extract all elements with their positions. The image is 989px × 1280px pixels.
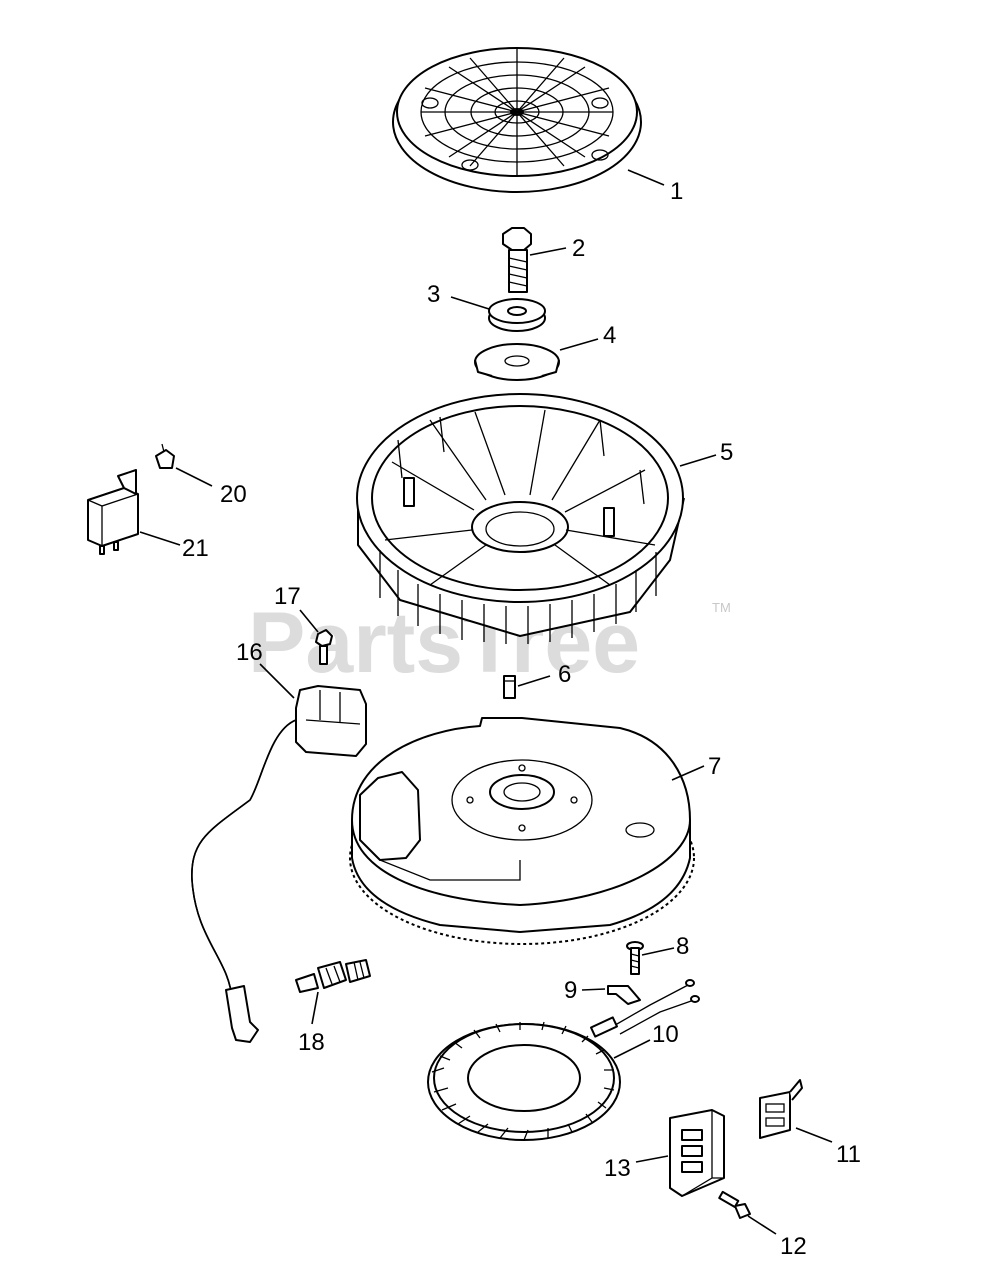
label-13: 13 [604, 1155, 631, 1182]
part-10-stator[interactable] [427, 1021, 621, 1141]
part-3-washer[interactable] [488, 298, 546, 332]
part-20-clip[interactable] [155, 443, 175, 469]
part-18-spark-plug[interactable] [295, 959, 371, 993]
part-7-flywheel[interactable] [349, 717, 695, 945]
part-17-screw[interactable] [315, 629, 333, 665]
part-21-relay[interactable] [87, 469, 139, 555]
label-6: 6 [558, 661, 571, 688]
label-1: 1 [670, 178, 683, 205]
part-13-regulator[interactable] [669, 1109, 725, 1197]
label-9: 9 [564, 977, 577, 1004]
label-11: 11 [836, 1141, 861, 1168]
label-3: 3 [427, 281, 440, 308]
label-4: 4 [603, 322, 616, 349]
label-8: 8 [676, 933, 689, 960]
part-9-clamp[interactable] [590, 979, 700, 1038]
watermark-tm: TM [712, 600, 731, 615]
label-7: 7 [708, 753, 721, 780]
part-6-key[interactable] [503, 675, 516, 699]
part-5-fan[interactable] [356, 393, 685, 644]
label-16: 16 [236, 639, 263, 666]
part-8-screw[interactable] [626, 941, 644, 975]
part-2-bolt[interactable] [502, 227, 532, 293]
part-12-screw[interactable] [718, 1190, 751, 1219]
part-4-plate[interactable] [474, 343, 560, 381]
label-20: 20 [220, 481, 247, 508]
part-16-ignition-module[interactable] [191, 685, 367, 1043]
label-12: 12 [780, 1233, 807, 1260]
part-1-screen[interactable] [392, 47, 642, 193]
label-10: 10 [652, 1021, 679, 1048]
label-2: 2 [572, 235, 585, 262]
part-11-bracket[interactable] [759, 1079, 803, 1139]
label-21: 21 [182, 535, 209, 562]
label-18: 18 [298, 1029, 325, 1056]
label-17: 17 [274, 583, 301, 610]
label-5: 5 [720, 439, 733, 466]
